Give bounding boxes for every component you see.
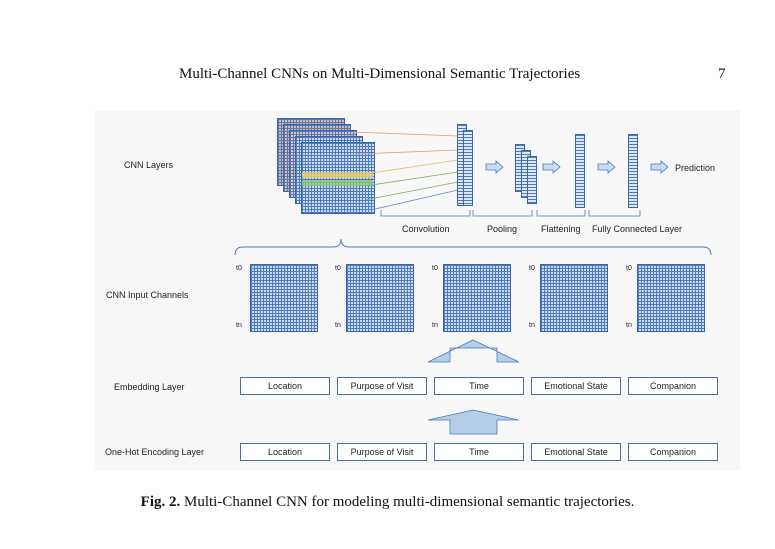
embedding-box-purpose: Purpose of Visit <box>337 377 427 395</box>
page-number: 7 <box>718 66 726 82</box>
stack-layer-5 <box>301 142 375 214</box>
time-start-2: t0 <box>335 265 341 272</box>
label-cnn-input-channels: CNN Input Channels <box>106 290 189 300</box>
onehot-box-purpose: Purpose of Visit <box>337 443 427 461</box>
stage-flattening: Flattening <box>541 224 581 234</box>
highlight-green <box>302 180 373 186</box>
running-header: Multi-Channel CNNs on Multi-Dimensional … <box>0 66 775 86</box>
time-start-1: t0 <box>236 265 242 272</box>
fully-connected-column <box>628 134 638 208</box>
time-end-5: tn <box>626 322 632 329</box>
time-start-5: t0 <box>626 265 632 272</box>
channel-grid-3 <box>443 264 511 332</box>
time-end-1: tn <box>236 322 242 329</box>
embedding-box-companion: Companion <box>628 377 718 395</box>
label-one-hot-layer: One-Hot Encoding Layer <box>105 447 205 457</box>
label-embedding-layer: Embedding Layer <box>114 382 185 392</box>
channel-grid-5 <box>637 264 705 332</box>
time-end-2: tn <box>335 322 341 329</box>
caption-label: Fig. 2. <box>140 494 181 510</box>
pool-column-3 <box>527 156 537 204</box>
time-end-3: tn <box>432 322 438 329</box>
stage-fully-connected: Fully Connected Layer <box>592 224 683 234</box>
highlight-yellow <box>302 172 373 178</box>
channel-grid-4 <box>540 264 608 332</box>
running-title: Multi-Channel CNNs on Multi-Dimensional … <box>179 66 581 82</box>
channel-grid-2 <box>346 264 414 332</box>
figure-caption: Fig. 2. Multi-Channel CNN for modeling m… <box>0 494 775 511</box>
onehot-box-emotional-state: Emotional State <box>531 443 621 461</box>
time-start-3: t0 <box>432 265 438 272</box>
flatten-column <box>575 134 585 208</box>
figure-diagram: CNN Layers CNN Input Channels Embedding … <box>95 110 740 470</box>
time-end-4: tn <box>529 322 535 329</box>
conv-feature-column-2 <box>463 130 473 206</box>
caption-text: Multi-Channel CNN for modeling multi-dim… <box>180 494 635 510</box>
onehot-box-companion: Companion <box>628 443 718 461</box>
stage-prediction: Prediction <box>675 163 716 173</box>
network-connections <box>234 131 712 435</box>
embedding-box-emotional-state: Emotional State <box>531 377 621 395</box>
channel-grid-1 <box>250 264 318 332</box>
embedding-box-time: Time <box>434 377 524 395</box>
onehot-box-location: Location <box>240 443 330 461</box>
onehot-box-time: Time <box>434 443 524 461</box>
embedding-box-location: Location <box>240 377 330 395</box>
stage-convolution: Convolution <box>402 224 450 234</box>
label-cnn-layers: CNN Layers <box>124 160 174 170</box>
stage-pooling: Pooling <box>487 224 518 234</box>
time-start-4: t0 <box>529 265 535 272</box>
